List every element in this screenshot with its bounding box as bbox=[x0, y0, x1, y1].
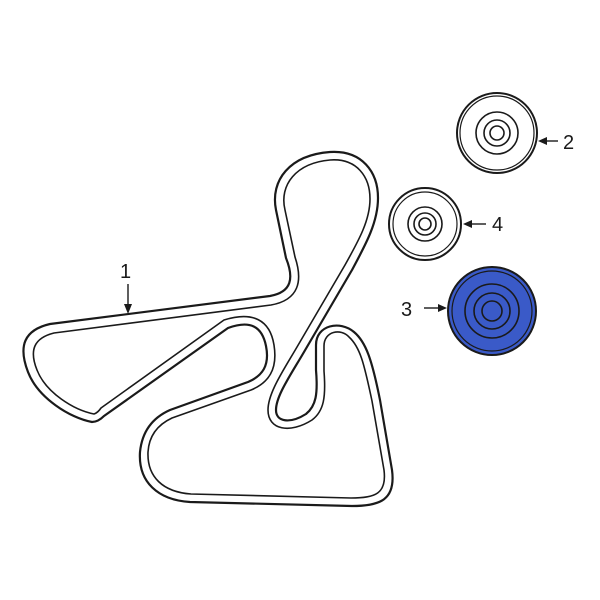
pulley-large-outer-ring-inner bbox=[459, 95, 535, 171]
pulley-highlighted-hub-ring bbox=[473, 292, 511, 330]
pulley-small-outer-ring bbox=[388, 187, 462, 261]
pulley-small-bore bbox=[418, 217, 432, 231]
pulley-small-middle-ring bbox=[407, 206, 443, 242]
callout-3-arrow bbox=[424, 304, 447, 312]
pulley-large[interactable] bbox=[456, 92, 538, 174]
pulley-large-middle-ring bbox=[475, 111, 519, 155]
pulley-highlighted-middle-ring bbox=[464, 283, 520, 339]
callout-1-label: 1 bbox=[120, 261, 132, 283]
pulley-highlighted[interactable] bbox=[447, 266, 537, 356]
pulley-large-hub-ring bbox=[483, 119, 511, 147]
callout-2-arrow bbox=[538, 137, 558, 145]
pulley-small[interactable] bbox=[388, 187, 462, 261]
callout-3-label: 3 bbox=[401, 299, 413, 321]
callout-4-arrow bbox=[463, 220, 486, 228]
belt-outer-edge bbox=[22, 150, 394, 508]
serpentine-belt[interactable] bbox=[22, 150, 394, 508]
callout-4-label: 4 bbox=[492, 214, 504, 236]
belt-inner-edge bbox=[32, 159, 386, 499]
pulley-highlighted-rim bbox=[451, 270, 533, 352]
pulley-highlighted-bore bbox=[481, 300, 503, 322]
callout-2-label: 2 bbox=[563, 132, 575, 154]
pulley-large-outer-ring bbox=[456, 92, 538, 174]
callout-1-arrow bbox=[124, 284, 132, 314]
pulley-small-hub-ring bbox=[413, 212, 437, 236]
pulley-highlighted-outer bbox=[447, 266, 537, 356]
pulley-small-outer-ring-inner bbox=[392, 191, 458, 257]
pulley-large-bore bbox=[489, 125, 505, 141]
